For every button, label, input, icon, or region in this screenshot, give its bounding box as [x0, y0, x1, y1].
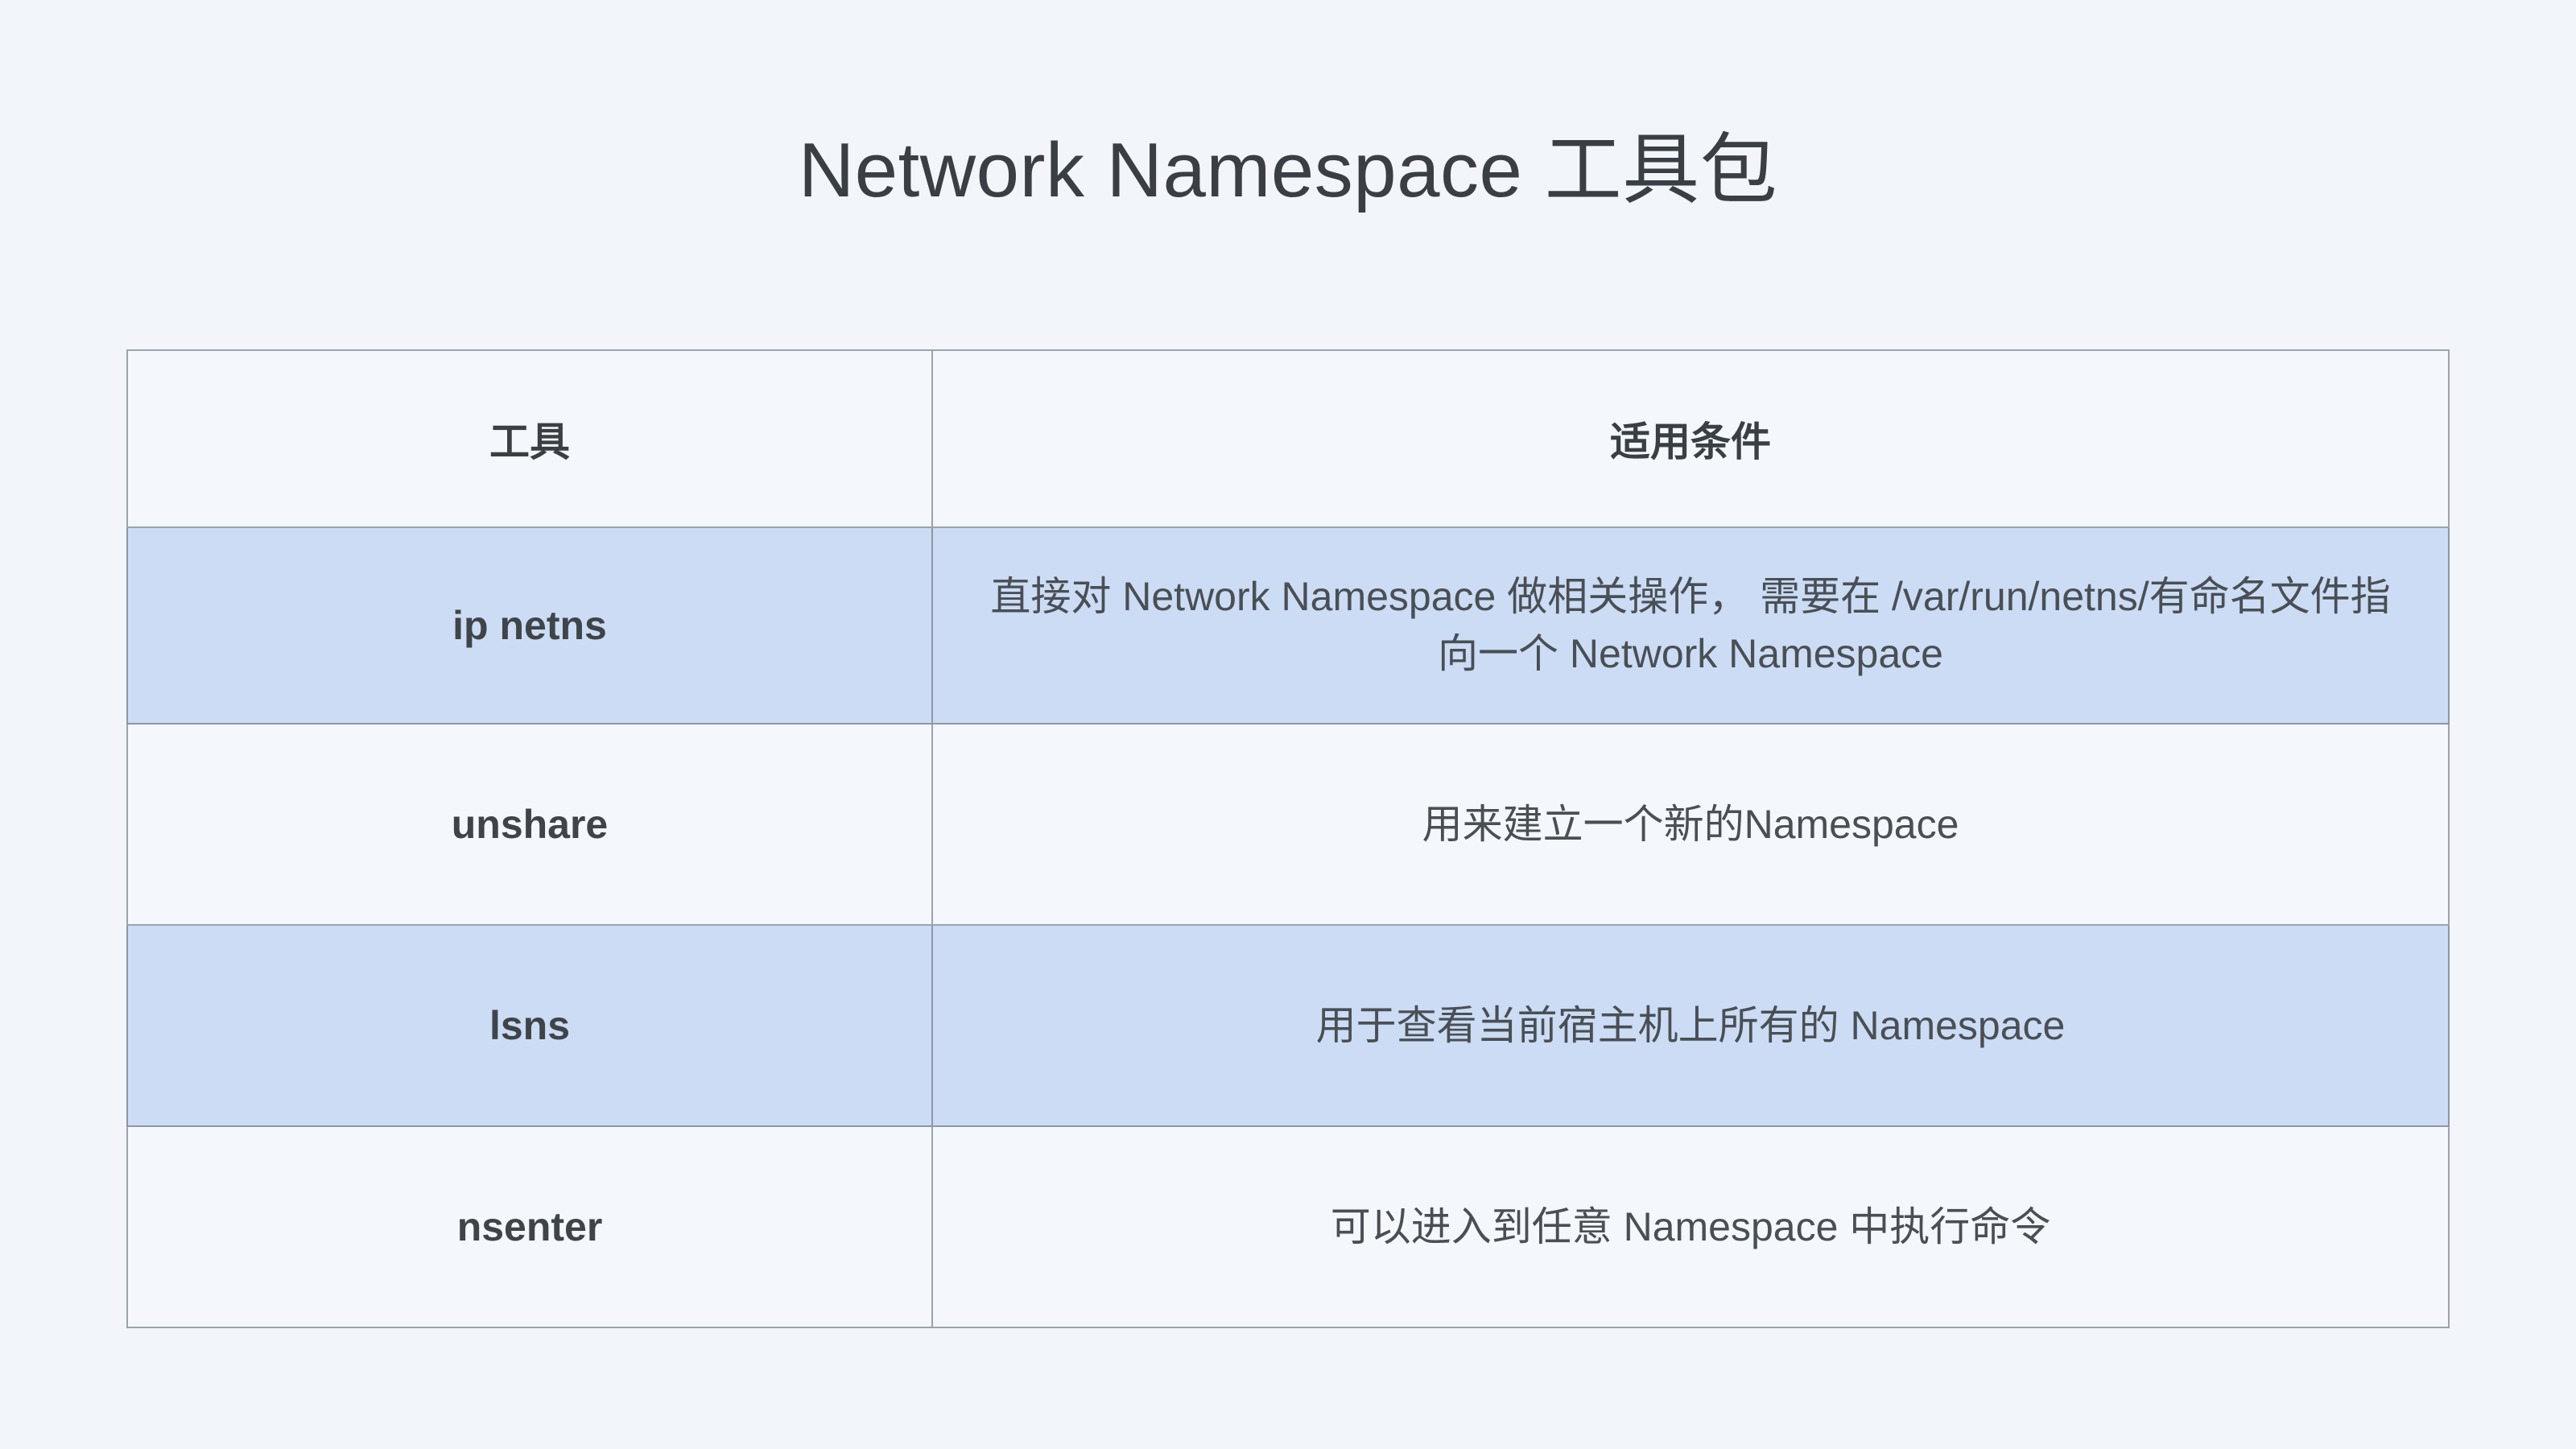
cell-tool-name: lsns — [126, 924, 933, 1127]
column-header-tool: 工具 — [126, 349, 933, 528]
table-row: unshare 用来建立一个新的Namespace — [126, 723, 2450, 926]
cell-condition: 直接对 Network Namespace 做相关操作， 需要在 /var/ru… — [931, 526, 2450, 724]
page-title: Network Namespace 工具包 — [798, 127, 1778, 214]
condition-text: 用于查看当前宿主机上所有的 Namespace — [1315, 1002, 2066, 1048]
table-row: ip netns 直接对 Network Namespace 做相关操作， 需要… — [126, 526, 2450, 724]
condition-text: 用来建立一个新的Namespace — [1422, 801, 1959, 847]
cell-condition: 可以进入到任意 Namespace 中执行命令 — [931, 1125, 2450, 1328]
condition-text: 可以进入到任意 Namespace 中执行命令 — [1330, 1203, 2051, 1249]
table-body: ip netns 直接对 Network Namespace 做相关操作， 需要… — [126, 526, 2450, 1328]
cell-tool-name: nsenter — [126, 1125, 933, 1328]
column-header-condition: 适用条件 — [931, 349, 2450, 528]
cell-tool-name: unshare — [126, 723, 933, 926]
table-row: nsenter 可以进入到任意 Namespace 中执行命令 — [126, 1125, 2450, 1328]
table-row: lsns 用于查看当前宿主机上所有的 Namespace — [126, 924, 2450, 1127]
table-header-row: 工具 适用条件 — [126, 349, 2450, 528]
condition-text: 直接对 Network Namespace 做相关操作， 需要在 /var/ru… — [990, 574, 2391, 676]
cell-condition: 用来建立一个新的Namespace — [931, 723, 2450, 926]
table-header: 工具 适用条件 — [126, 349, 2450, 528]
cell-tool-name: ip netns — [126, 526, 933, 724]
namespace-tools-table: 工具 适用条件 ip netns 直接对 Network Namespace 做… — [126, 349, 2450, 1328]
cell-condition: 用于查看当前宿主机上所有的 Namespace — [931, 924, 2450, 1127]
tool-table-container: 工具 适用条件 ip netns 直接对 Network Namespace 做… — [126, 349, 2450, 1328]
